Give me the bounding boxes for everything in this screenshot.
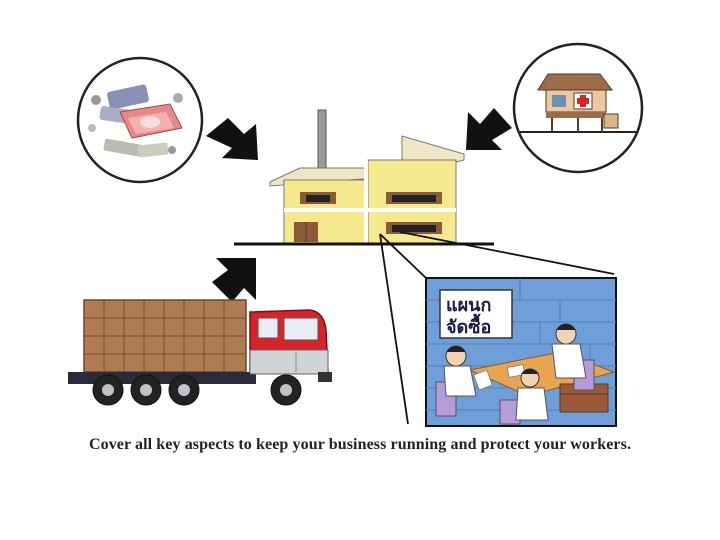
office-icon: แผนก จัดซื้อ (425, 277, 617, 427)
department-sign-line2: จัดซื้อ (446, 313, 491, 338)
arrow-clinic-to-factory (466, 108, 512, 150)
arrow-truck-to-factory (212, 258, 256, 302)
department-sign (439, 289, 513, 339)
business-continuity-illustration: แผนก จัดซื้อ (68, 42, 644, 427)
arrow-icon (466, 108, 512, 150)
caption: Cover all key aspects to keep your busin… (88, 436, 632, 453)
truck-icon (68, 299, 332, 406)
factory-icon (234, 109, 494, 246)
clinic-circle (512, 42, 644, 174)
money-circle (76, 56, 204, 184)
arrow-icon (212, 258, 256, 302)
money-icon (88, 84, 183, 158)
department-sign-line1: แผนก (446, 295, 491, 316)
arrow-icon (206, 118, 258, 160)
clinic-icon (520, 73, 636, 133)
arrow-money-to-factory (206, 118, 258, 160)
zoom-lines (379, 231, 615, 425)
